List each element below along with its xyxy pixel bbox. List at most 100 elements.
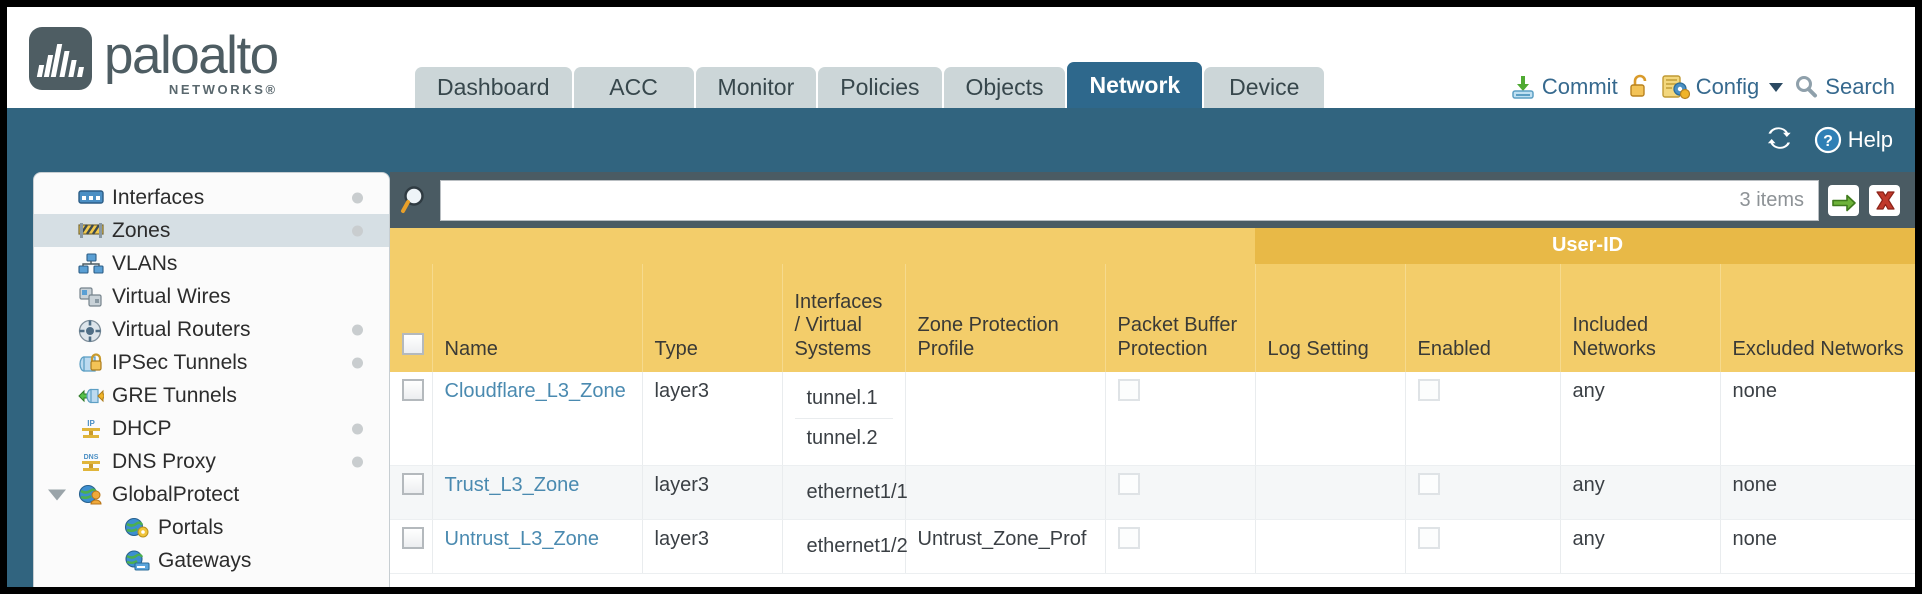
svg-text:DNS: DNS [84, 454, 99, 461]
unlocked-padlock-icon[interactable] [1628, 74, 1652, 100]
packet-buffer-protection-checkbox[interactable] [1117, 526, 1140, 549]
config-label: Config [1695, 74, 1760, 99]
tab-device[interactable]: Device [1204, 67, 1325, 108]
magnifier-icon[interactable] [400, 184, 432, 216]
virtual-routers-icon [78, 319, 104, 342]
packet-buffer-protection-checkbox[interactable] [1117, 378, 1140, 401]
column-header-type[interactable]: Type [642, 263, 783, 372]
row-checkbox[interactable] [402, 526, 424, 549]
svg-text:?: ? [1823, 133, 1833, 150]
sidebar-item-virtual-routers[interactable]: Virtual Routers [34, 313, 389, 346]
cell-packet-buffer-protection [1105, 371, 1256, 466]
column-header-zone-protection-profile[interactable]: Zone Protection Profile [905, 263, 1106, 372]
tab-network[interactable]: Network [1067, 62, 1203, 108]
sidebar-item-gre-tunnels[interactable]: GRE Tunnels [34, 379, 389, 412]
refresh-icon[interactable] [1767, 127, 1798, 153]
column-header-interfaces[interactable]: Interfaces / Virtual Systems [782, 263, 906, 372]
zone-name-link[interactable]: Trust_L3_Zone [444, 473, 580, 496]
search-label: Search [1825, 74, 1895, 99]
apply-filter-arrow-icon[interactable] [1827, 184, 1860, 217]
clear-filter-x-icon[interactable] [1868, 184, 1901, 217]
cell-interfaces: ethernet1/2 [782, 519, 908, 574]
table-row[interactable]: Trust_L3_Zone layer3 ethernet1/1 [390, 465, 1915, 520]
tab-objects[interactable]: Objects [943, 67, 1066, 108]
column-header-log-setting[interactable]: Log Setting [1255, 263, 1406, 372]
tab-dashboard[interactable]: Dashboard [415, 67, 572, 108]
select-all-checkbox[interactable] [402, 333, 424, 355]
search-input[interactable] [451, 187, 1740, 213]
sidebar-item-dhcp[interactable]: IP DHCP [34, 412, 389, 445]
cell-zone-protection-profile [905, 465, 1106, 520]
brand-logo[interactable]: paloalto NETWORKS® [29, 26, 279, 97]
zones-table: User-ID Name Type Interfaces / Virtual S… [390, 228, 1915, 574]
virtual-wires-icon [78, 286, 104, 308]
cell-log-setting [1255, 465, 1406, 520]
sidebar-item-interfaces[interactable]: Interfaces [34, 181, 389, 214]
sidebar-item-portals[interactable]: Portals [34, 511, 389, 544]
cell-name: Untrust_L3_Zone [432, 519, 643, 574]
cell-userid-enabled [1405, 465, 1561, 520]
search-button[interactable]: Search [1793, 74, 1895, 100]
cell-name: Cloudflare_L3_Zone [432, 371, 643, 466]
column-header-excluded-networks[interactable]: Excluded Networks [1720, 263, 1915, 372]
cell-userid-enabled [1405, 519, 1561, 574]
sidebar-item-virtual-wires[interactable]: Virtual Wires [34, 280, 389, 313]
cell-packet-buffer-protection [1105, 465, 1256, 520]
help-icon: ? [1814, 126, 1841, 154]
status-dot [352, 423, 363, 434]
commit-button[interactable]: Commit [1510, 74, 1618, 100]
column-header-enabled[interactable]: Enabled [1405, 263, 1561, 372]
svg-text:IP: IP [87, 419, 95, 428]
userid-enabled-checkbox[interactable] [1417, 526, 1440, 549]
sidebar-item-gateways[interactable]: Gateways [34, 544, 389, 577]
zones-icon [78, 220, 104, 242]
table-row[interactable]: Untrust_L3_Zone layer3 ethernet1/2 Untru… [390, 519, 1915, 574]
sidebar-item-label: Virtual Wires [112, 284, 231, 308]
dns-proxy-icon: DNS [78, 451, 104, 473]
column-header-packet-buffer-protection[interactable]: Packet Buffer Protection [1105, 263, 1256, 372]
sidebar-item-label: Portals [158, 515, 224, 539]
packet-buffer-protection-checkbox[interactable] [1117, 472, 1140, 495]
items-count-label: 3 items [1739, 188, 1804, 211]
network-sidebar: Interfaces Zones [33, 172, 390, 587]
cell-interfaces: ethernet1/1 [782, 465, 908, 520]
column-header-included-networks[interactable]: Included Networks [1560, 263, 1721, 372]
tab-policies[interactable]: Policies [818, 67, 942, 108]
sidebar-item-ipsec-tunnels[interactable]: IPSec Tunnels [34, 346, 389, 379]
userid-enabled-checkbox[interactable] [1417, 378, 1440, 401]
help-button[interactable]: ? Help [1814, 126, 1893, 154]
row-checkbox[interactable] [402, 472, 424, 495]
brand-name: paloalto [104, 26, 279, 85]
sidebar-item-dns-proxy[interactable]: DNS DNS Proxy [34, 445, 389, 478]
zone-name-link[interactable]: Cloudflare_L3_Zone [444, 379, 626, 402]
brand-tagline: NETWORKS® [168, 82, 278, 97]
cell-zone-protection-profile [905, 371, 1106, 466]
cell-excluded-networks: none [1720, 371, 1915, 466]
tab-acc[interactable]: ACC [573, 67, 694, 108]
header-actions: Commit Config [1510, 74, 1895, 100]
table-row[interactable]: Cloudflare_L3_Zone layer3 tunnel.1 tunne… [390, 371, 1915, 466]
filter-input-wrap: 3 items [440, 179, 1819, 221]
row-checkbox[interactable] [402, 378, 424, 401]
cell-type: layer3 [642, 371, 783, 466]
sidebar-item-globalprotect[interactable]: GlobalProtect [34, 478, 389, 511]
top-header: paloalto NETWORKS® Dashboard ACC Monitor… [7, 7, 1915, 108]
userid-enabled-checkbox[interactable] [1417, 472, 1440, 495]
tab-monitor[interactable]: Monitor [695, 67, 817, 108]
brand-text: paloalto NETWORKS® [104, 26, 279, 97]
collapse-triangle-icon[interactable] [48, 489, 66, 500]
row-select-cell [390, 371, 433, 466]
config-menu[interactable]: Config [1661, 74, 1784, 100]
sidebar-item-zones[interactable]: Zones [34, 214, 389, 247]
column-header-name[interactable]: Name [432, 263, 643, 372]
sidebar-item-vlans[interactable]: VLANs [34, 247, 389, 280]
cell-log-setting [1255, 371, 1406, 466]
body-region: Interfaces Zones [7, 172, 1915, 587]
filter-bar: 3 items [390, 172, 1915, 228]
paloalto-logo-icon [29, 27, 92, 90]
zone-name-link[interactable]: Untrust_L3_Zone [444, 527, 600, 550]
sidebar-item-label: Zones [112, 218, 171, 242]
help-label: Help [1847, 127, 1893, 152]
main-nav-tabs: Dashboard ACC Monitor Policies Objects N… [415, 62, 1325, 108]
